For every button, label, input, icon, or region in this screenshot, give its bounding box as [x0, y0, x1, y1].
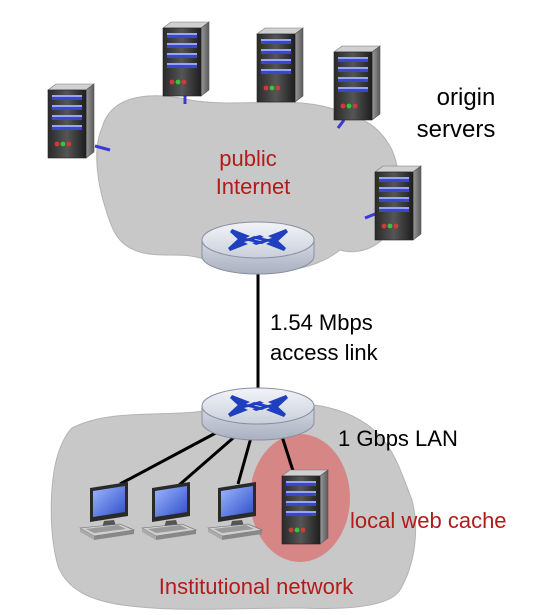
access-link-label-line2: access link: [270, 340, 379, 365]
public-internet-label-line1: public: [219, 146, 276, 171]
origin-servers-label-line2: servers: [417, 116, 496, 143]
origin-servers-label-line1: origin: [437, 84, 496, 111]
access-link-label-line1: 1.54 Mbps: [270, 310, 373, 335]
lan-label: 1 Gbps LAN: [338, 426, 458, 451]
local-web-cache-label: local web cache: [350, 508, 507, 533]
local-cache-server-icon: [281, 469, 329, 545]
origin-server-icon-5: [374, 165, 422, 241]
origin-server-icon-3: [256, 27, 304, 103]
origin-server-icon-1: [47, 83, 95, 159]
origin-server-icon-2: [162, 21, 210, 97]
public-internet-label-line2: Internet: [216, 174, 291, 199]
internet-router-icon: [201, 221, 315, 275]
origin-server-icon-4: [333, 45, 381, 121]
public-internet-cloud: [96, 95, 400, 271]
institutional-router-icon: [201, 387, 315, 441]
institutional-network-label: Institutional network: [159, 574, 354, 599]
